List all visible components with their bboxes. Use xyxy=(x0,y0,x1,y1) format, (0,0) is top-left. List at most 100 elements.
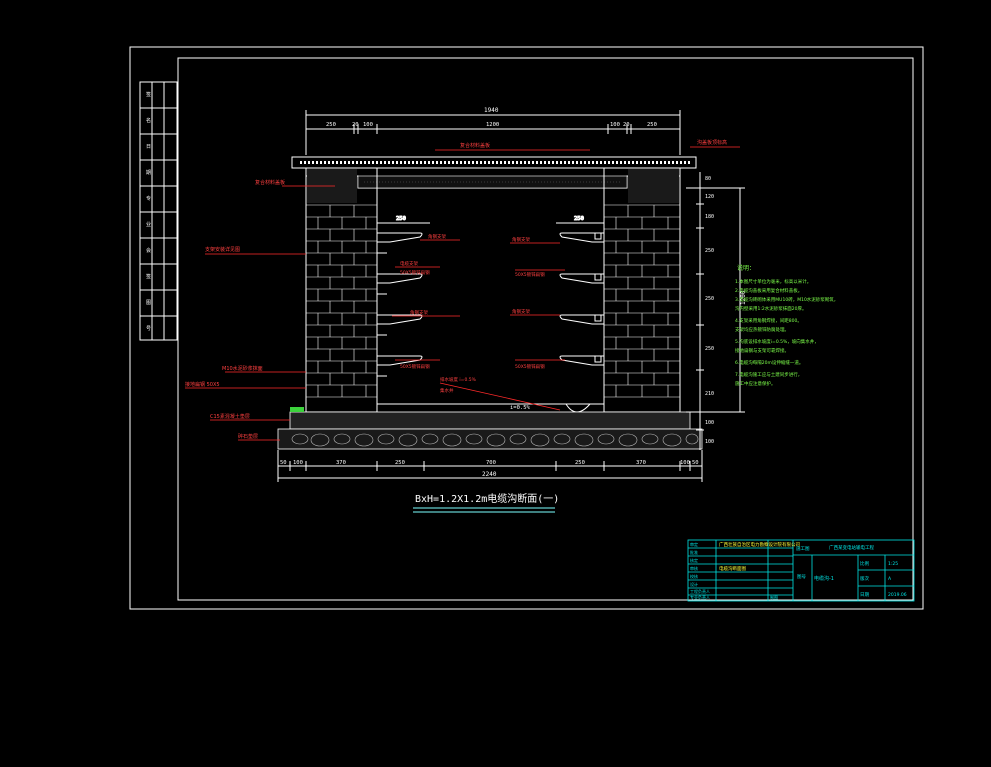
dim-total-bottom: 2240 xyxy=(482,471,497,478)
dim-top-part: 20 xyxy=(623,122,630,128)
label-right: 排水坡度 i=0.5% xyxy=(440,376,477,383)
dim-right-part: 250 xyxy=(705,248,714,254)
label-left: 角钢支架 xyxy=(428,233,446,240)
dim-bottom-part: 50 xyxy=(692,460,699,466)
strip-cell: 号 xyxy=(146,326,151,332)
tb-drawing-no: 电缆沟-1 xyxy=(814,575,834,582)
label-left: 50X5镀锌扁钢 xyxy=(400,363,430,370)
label-left: 50X5镀锌扁钢 xyxy=(400,269,430,276)
label-left: 角钢支架 xyxy=(410,309,428,316)
tb-cell: 校核 xyxy=(690,573,698,579)
note-line: 接地扁钢与支架可靠焊接。 xyxy=(735,347,789,354)
dim-bottom-part: 700 xyxy=(486,460,496,466)
slope-label: i=0.5% xyxy=(510,405,531,411)
note-line: 4.支架采用角钢焊接，间距800。 xyxy=(735,317,802,324)
strip-cell: 会 xyxy=(146,247,151,254)
dim-bottom-part: 370 xyxy=(636,460,646,466)
tb-date-label: 日期 xyxy=(860,592,869,598)
note-line: 施工中应注意保护。 xyxy=(735,380,776,387)
label-left: M10水泥砂浆抹面 xyxy=(222,365,263,372)
tb-version: A xyxy=(888,576,892,582)
label-right: 50X5镀锌扁钢 xyxy=(515,271,545,278)
bottom-dimensions: 50 100 370 250 700 250 370 100 50 2240 xyxy=(277,450,703,482)
note-line: 7.电缆沟施工应与土建同步进行， xyxy=(735,371,802,378)
section-title: BxH=1.2X1.2m电缆沟断面(一) xyxy=(415,492,559,505)
dim-right-part: 210 xyxy=(705,391,714,397)
left-brick-wall xyxy=(305,167,378,413)
tb-scale-label: 比例 xyxy=(860,560,869,567)
label-right: 沟盖板顶标高 xyxy=(697,139,727,146)
dim-bottom-part: 370 xyxy=(336,460,346,466)
notes-title: 说明： xyxy=(737,264,755,272)
strip-cell: 日 xyxy=(146,144,151,150)
title-block: 广西壮族自治区电力勘察设计院有限公司 电缆沟断面图 广西某变电站输电工程 施工图… xyxy=(687,539,915,602)
right-brick-wall xyxy=(603,167,681,413)
left-signature-strip: 签 名 日 期 专 业 会 签 图 号 xyxy=(139,81,178,341)
bracket-width-left: 250 xyxy=(396,216,406,222)
label-right: 集水井 xyxy=(440,387,454,394)
note-line: 6.电缆沟每隔20m设伸缩缝一道。 xyxy=(735,359,803,366)
tb-project: 广西某变电站输电工程 xyxy=(829,544,874,551)
label-left: C15素混凝土垫层 xyxy=(210,413,250,420)
dim-bottom-part: 100 xyxy=(680,460,690,466)
tb-cell: 工程负责人 xyxy=(690,588,710,594)
tb-company: 广西壮族自治区电力勘察设计院有限公司 xyxy=(719,541,800,548)
tb-cell: 审核 xyxy=(690,565,698,571)
dim-right-part: 100 xyxy=(705,439,714,445)
tb-date: 2019.06 xyxy=(888,592,907,598)
strip-cell: 名 xyxy=(146,117,151,124)
dim-right-part: 180 xyxy=(705,214,714,220)
notes-block: 说明： 1.本图尺寸单位为毫米，标高以米计。 2.电缆沟盖板采用复合材料盖板。 … xyxy=(735,264,838,387)
label-left: 复合材料盖板 xyxy=(460,142,490,149)
tb-cell: 批准 xyxy=(690,549,698,555)
label-right: 50X5镀锌扁钢 xyxy=(515,363,545,370)
note-line: 5.沟底设排水坡度i=0.5%，坡向集水井， xyxy=(735,338,819,345)
dim-right-part: 120 xyxy=(705,194,714,200)
left-annotations: 复合材料盖板 支架安装详见图 角钢支架 电缆支架 50X5镀锌扁钢 角钢支架 5… xyxy=(185,142,590,441)
dim-right-part: 250 xyxy=(705,346,714,352)
strip-cell: 签 xyxy=(146,273,151,280)
tb-cell: 核定 xyxy=(690,557,698,563)
top-dimensions: 1940 250 20 100 1200 100 20 250 xyxy=(305,107,681,155)
tb-cell: 设计 xyxy=(690,581,698,587)
tb-cell: 审定 xyxy=(690,541,698,547)
note-line: 沟内壁采用1:2水泥砂浆抹面20厚。 xyxy=(735,305,806,312)
note-line: 1.本图尺寸单位为毫米，标高以米计。 xyxy=(735,278,811,285)
foundation: i=0.5% xyxy=(277,403,703,450)
strip-cell: 业 xyxy=(146,221,151,228)
right-annotations: 沟盖板顶标高 角钢支架 50X5镀锌扁钢 角钢支架 50X5镀锌扁钢 排水坡度 … xyxy=(439,139,740,411)
strip-cell: 签 xyxy=(146,91,151,98)
dim-bottom-part: 50 xyxy=(280,460,287,466)
dim-top-part: 1200 xyxy=(486,122,499,128)
dim-top-part: 250 xyxy=(326,122,336,128)
tb-cell: 专业负责人 xyxy=(690,594,710,600)
tb-scale: 1:25 xyxy=(888,561,898,567)
label-right: 角钢支架 xyxy=(512,236,530,243)
label-right: 角钢支架 xyxy=(512,308,530,315)
note-line: 支架均应热镀锌防腐处理。 xyxy=(735,326,789,333)
dim-bottom-part: 250 xyxy=(575,460,585,466)
dim-right-part: 250 xyxy=(705,296,714,302)
dim-top-part: 250 xyxy=(647,122,657,128)
dim-right-part: 100 xyxy=(705,420,714,426)
tb-stage: 施工图 xyxy=(796,545,810,552)
dim-top-part: 100 xyxy=(363,122,373,128)
dim-bottom-part: 100 xyxy=(293,460,303,466)
right-dimensions: 1200 80 120 180 250 250 250 210 100 100 xyxy=(686,172,747,450)
tb-version-label: 版次 xyxy=(860,575,869,582)
note-line: 3.电缆沟砖砌体采用MU10砖，M10水泥砂浆砌筑， xyxy=(735,296,838,303)
dim-bottom-part: 250 xyxy=(395,460,405,466)
tb-sheet-label: 图号 xyxy=(797,574,806,580)
dim-right-part: 80 xyxy=(705,176,711,182)
dim-total-right: 1200 xyxy=(740,290,747,305)
inner-frame xyxy=(177,57,914,601)
label-left: 复合材料盖板 xyxy=(255,179,285,186)
strip-cell: 专 xyxy=(146,195,151,202)
tb-drawing-name: 电缆沟断面图 xyxy=(719,565,746,572)
label-left: 支架安装详见图 xyxy=(205,246,240,253)
strip-cell: 期 xyxy=(146,170,151,176)
label-left: 电缆支架 xyxy=(400,260,418,267)
strip-cell: 图 xyxy=(146,300,151,306)
tb-cell: 制图 xyxy=(770,594,778,600)
